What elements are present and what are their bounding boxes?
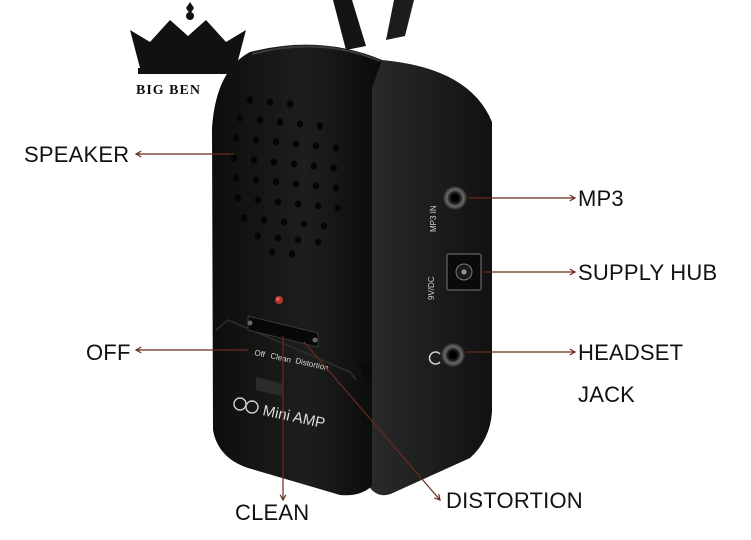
grille-hole: [272, 178, 280, 186]
gooseneck: [333, 0, 366, 50]
grille-hole: [294, 236, 302, 244]
grille-hole: [274, 198, 282, 206]
grille-hole: [268, 248, 276, 256]
grille-hole: [300, 220, 308, 228]
grille-hole: [272, 138, 280, 146]
callout-speaker: SPEAKER: [24, 142, 130, 167]
grille-hole: [312, 182, 320, 190]
callout-clean: CLEAN: [235, 500, 310, 525]
grille-hole: [296, 120, 304, 128]
device-body: [212, 44, 382, 496]
grille-hole: [270, 158, 278, 166]
callout-headset: HEADSET: [578, 340, 684, 365]
grille-hole: [234, 194, 242, 202]
grille-hole: [286, 100, 294, 108]
grille-hole: [332, 184, 340, 192]
arrow-distortion: [303, 341, 441, 501]
grille-hole: [276, 118, 284, 126]
callout-distortion: DISTORTION: [446, 488, 583, 513]
switch-label-off: Off: [254, 348, 267, 359]
callout-arrows: [134, 150, 577, 502]
grille-hole: [274, 234, 282, 242]
arrow-mp3-head: [569, 194, 577, 202]
grille-hole: [230, 154, 238, 162]
arrow-speaker-head: [134, 150, 142, 158]
grille-hole: [252, 176, 260, 184]
brand-crown-logo: [130, 2, 246, 74]
grille-hole: [294, 200, 302, 208]
grille-hole: [310, 162, 318, 170]
grille-hole: [292, 180, 300, 188]
grille-hole: [260, 216, 268, 224]
grille-hole: [314, 238, 322, 246]
mp3-in-label: MP3 IN: [429, 205, 438, 232]
grille-hole: [254, 196, 262, 204]
dc-label: 9V/DC: [427, 276, 436, 300]
arrow-clean-head: [279, 494, 287, 502]
headphone-icon: [428, 351, 441, 365]
grille-hole: [316, 122, 324, 130]
grille-hole: [320, 222, 328, 230]
grille-hole: [312, 142, 320, 150]
callout-off: OFF: [86, 340, 131, 365]
grille-hole: [280, 218, 288, 226]
grille-hole: [266, 98, 274, 106]
callout-mp3: MP3: [578, 186, 624, 211]
device-side-panel: [370, 60, 492, 496]
grille-hole: [334, 204, 342, 212]
grille-hole: [254, 232, 262, 240]
grille-hole: [246, 96, 254, 104]
grille-hole: [250, 156, 258, 164]
grille-hole: [232, 134, 240, 142]
speaker-grille: [230, 96, 342, 258]
callout-supply-hub: SUPPLY HUB: [578, 260, 718, 285]
grille-hole: [288, 250, 296, 258]
grille-hole: [290, 160, 298, 168]
arrow-distortion-head: [434, 494, 441, 501]
arrow-headset-head: [569, 348, 577, 356]
grille-hole: [232, 174, 240, 182]
brand-name: BIG BEN: [136, 83, 201, 98]
grille-hole: [252, 136, 260, 144]
arrow-supply-head: [569, 268, 577, 276]
mode-switch: [247, 315, 319, 397]
grille-hole: [236, 114, 244, 122]
grille-hole: [292, 140, 300, 148]
grille-hole: [256, 116, 264, 124]
arrow-off-head: [134, 346, 142, 354]
grille-hole: [314, 202, 322, 210]
grille-hole: [330, 164, 338, 172]
grille-hole: [240, 214, 248, 222]
grille-hole: [332, 144, 340, 152]
callout-jack: JACK: [578, 382, 636, 407]
